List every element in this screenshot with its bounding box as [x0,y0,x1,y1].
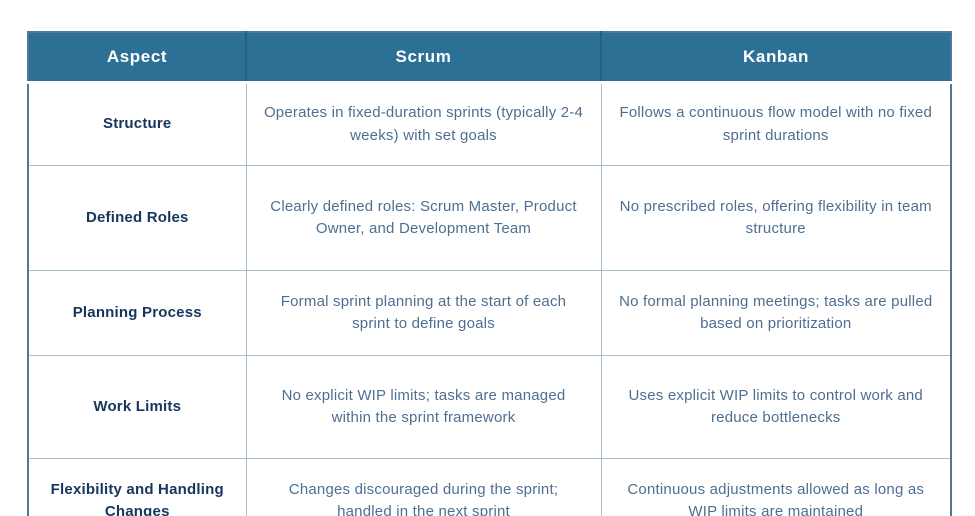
kanban-cell-work-limits: Uses explicit WIP limits to control work… [600,355,952,459]
table-row: Planning Process Formal sprint planning … [27,270,952,356]
kanban-cell-defined-roles: No prescribed roles, offering flexibilit… [600,165,952,271]
scrum-cell-planning-process: Formal sprint planning at the start of e… [245,270,602,356]
table-row: Structure Operates in fixed-duration spr… [27,82,952,166]
column-header-kanban: Kanban [600,32,951,84]
scrum-cell-flexibility: Changes discouraged during the sprint; h… [245,458,602,516]
header-row: Aspect Scrum Kanban [28,32,951,84]
aspect-cell-defined-roles: Defined Roles [27,165,247,271]
comparison-table: Aspect Scrum Kanban Structure Operates i… [27,31,952,516]
aspect-cell-flexibility: Flexibility and Handling Changes [27,458,247,516]
column-header-scrum: Scrum [245,32,601,84]
column-header-aspect: Aspect [28,32,246,84]
table-row: Flexibility and Handling Changes Changes… [27,458,952,516]
kanban-cell-flexibility: Continuous adjustments allowed as long a… [600,458,952,516]
scrum-cell-defined-roles: Clearly defined roles: Scrum Master, Pro… [245,165,602,271]
aspect-cell-work-limits: Work Limits [27,355,247,459]
aspect-cell-planning-process: Planning Process [27,270,247,356]
aspect-cell-structure: Structure [27,82,247,166]
kanban-cell-structure: Follows a continuous flow model with no … [600,82,952,166]
scrum-cell-work-limits: No explicit WIP limits; tasks are manage… [245,355,602,459]
kanban-cell-planning-process: No formal planning meetings; tasks are p… [600,270,952,356]
table-row: Defined Roles Clearly defined roles: Scr… [27,165,952,271]
scrum-cell-structure: Operates in fixed-duration sprints (typi… [245,82,602,166]
table-row: Work Limits No explicit WIP limits; task… [27,355,952,459]
